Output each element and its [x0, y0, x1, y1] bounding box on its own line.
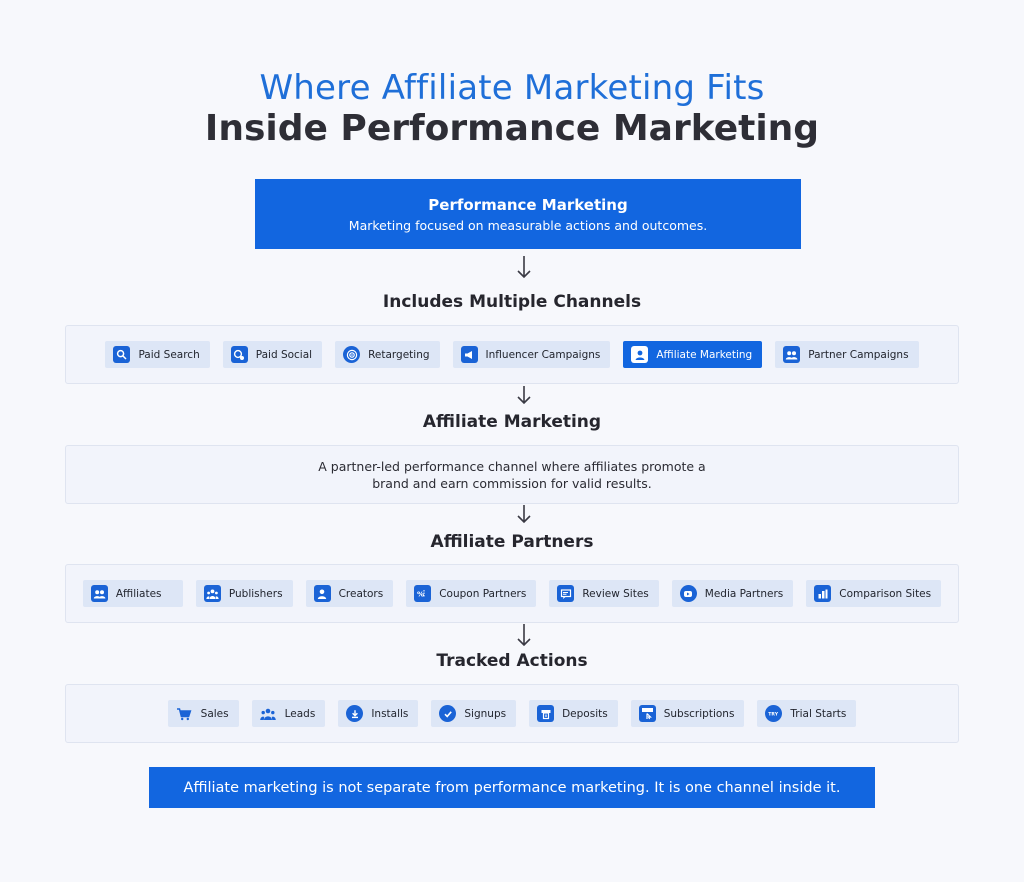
down-arrow-icon — [516, 254, 532, 280]
people-icon — [783, 346, 801, 363]
partners-list: Affiliates Publishers Creators % Coupon … — [82, 580, 942, 607]
channel-label: Paid Search — [138, 348, 200, 361]
target-icon — [343, 346, 361, 363]
review-icon — [557, 585, 575, 602]
channel-label: Partner Campaigns — [808, 348, 909, 361]
channel-paid-social: Paid Social — [222, 341, 323, 368]
channels-panel: Paid Search Paid Social Retargeting Infl… — [65, 325, 959, 384]
channel-partner-campaigns: Partner Campaigns — [775, 341, 919, 368]
channels-title: Includes Multiple Channels — [382, 292, 642, 312]
action-installs: Installs — [338, 700, 419, 727]
down-arrow-icon — [516, 622, 532, 648]
partner-media-partners: Media Partners — [671, 580, 794, 607]
svg-text:TRY: TRY — [769, 712, 779, 718]
action-label: Trial Starts — [790, 707, 847, 720]
partner-publishers: Publishers — [195, 580, 293, 607]
affiliate-panel: A partner-led performance channel where … — [65, 445, 959, 504]
affiliate-title: Affiliate Marketing — [422, 412, 602, 432]
download-icon — [346, 705, 364, 722]
action-sales: Sales — [167, 700, 239, 727]
group-icon — [203, 585, 221, 602]
channel-label: Retargeting — [368, 348, 430, 361]
svg-text:%: % — [417, 591, 424, 599]
down-arrow-icon — [516, 384, 532, 410]
check-icon — [439, 705, 457, 722]
partners-panel: Affiliates Publishers Creators % Coupon … — [65, 564, 959, 623]
action-label: Deposits — [562, 707, 608, 720]
partner-affiliates: Affiliates — [82, 580, 183, 607]
partner-label: Comparison Sites — [839, 587, 932, 600]
title-line-1: Where Affiliate Marketing Fits — [259, 68, 765, 108]
footer-text: Affiliate marketing is not separate from… — [183, 779, 841, 796]
partner-label: Review Sites — [582, 587, 649, 600]
title-line-2: Inside Performance Marketing — [204, 108, 820, 149]
partner-comparison-sites: Comparison Sites — [806, 580, 942, 607]
bar-chart-icon — [814, 585, 832, 602]
partner-coupon-partners: % Coupon Partners — [406, 580, 537, 607]
partner-label: Coupon Partners — [439, 587, 527, 600]
channel-label: Influencer Campaigns — [485, 348, 601, 361]
person-icon — [313, 585, 331, 602]
channel-paid-search: Paid Search — [105, 341, 210, 368]
subscribe-icon — [638, 705, 656, 722]
people-icon — [90, 585, 108, 602]
performance-marketing-heading: Performance Marketing — [428, 195, 628, 214]
action-trial-starts: TRY Trial Starts — [757, 700, 857, 727]
actions-title: Tracked Actions — [436, 651, 588, 671]
action-label: Signups — [464, 707, 507, 720]
performance-marketing-subtitle: Marketing focused on measurable actions … — [348, 217, 708, 233]
coupon-icon: % — [414, 585, 432, 602]
person-icon — [631, 346, 649, 363]
partner-label: Affiliates — [115, 587, 162, 600]
action-label: Subscriptions — [663, 707, 735, 720]
actions-panel: Sales Leads Installs Signups Deposits Su… — [65, 684, 959, 743]
try-icon: TRY — [765, 705, 783, 722]
down-arrow-icon — [516, 503, 532, 529]
action-leads: Leads — [251, 700, 326, 727]
channel-retargeting: Retargeting — [335, 341, 440, 368]
cart-icon — [176, 705, 193, 722]
performance-marketing-box: Performance Marketing Marketing focused … — [255, 179, 801, 249]
action-deposits: Deposits — [529, 700, 618, 727]
partner-creators: Creators — [305, 580, 394, 607]
channel-affiliate-marketing: Affiliate Marketing — [623, 341, 763, 368]
partner-label: Creators — [338, 587, 384, 600]
play-icon — [679, 585, 697, 602]
action-subscriptions: Subscriptions — [630, 700, 745, 727]
channel-label: Paid Social — [255, 348, 313, 361]
action-label: Installs — [371, 707, 409, 720]
search-icon — [113, 346, 131, 363]
footer-banner: Affiliate marketing is not separate from… — [149, 767, 875, 808]
action-signups: Signups — [431, 700, 517, 727]
group-icon — [260, 705, 277, 722]
megaphone-icon — [460, 346, 478, 363]
social-icon — [230, 346, 248, 363]
action-label: Leads — [284, 707, 316, 720]
channel-influencer-campaigns: Influencer Campaigns — [452, 341, 611, 368]
channel-label: Affiliate Marketing — [656, 348, 753, 361]
action-label: Sales — [200, 707, 229, 720]
atm-icon — [537, 705, 555, 722]
partner-review-sites: Review Sites — [549, 580, 659, 607]
partner-label: Publishers — [228, 587, 283, 600]
channels-list: Paid Search Paid Social Retargeting Infl… — [105, 341, 919, 368]
actions-list: Sales Leads Installs Signups Deposits Su… — [167, 700, 857, 727]
affiliate-description: A partner-led performance channel where … — [318, 458, 706, 491]
partners-title: Affiliate Partners — [430, 532, 594, 552]
partner-label: Media Partners — [704, 587, 784, 600]
